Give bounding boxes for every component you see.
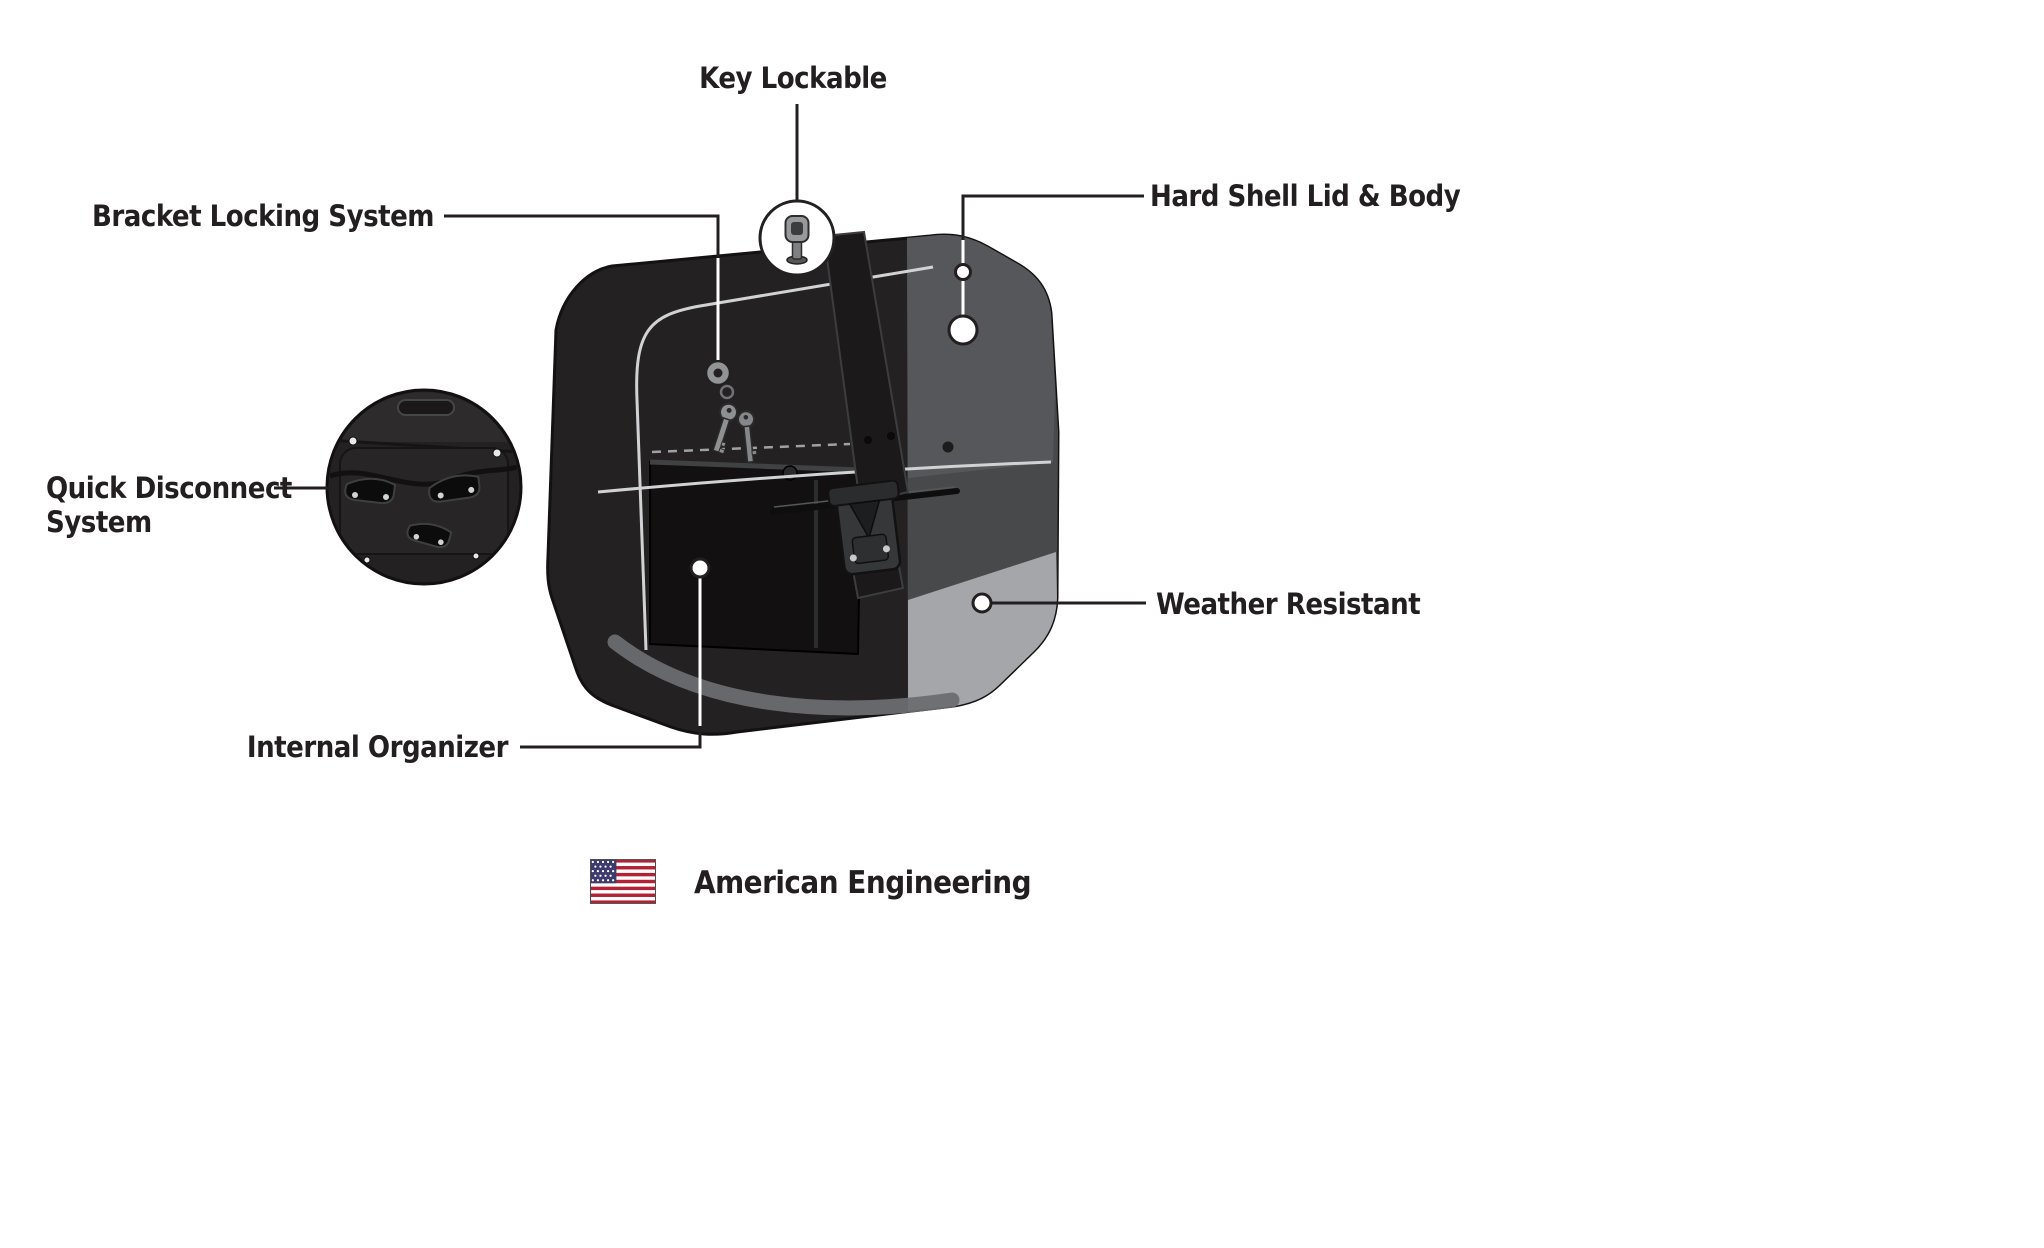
callout-label-internal-organizer: Internal Organizer <box>246 730 509 764</box>
lid-seam-lines <box>597 265 1052 651</box>
callout-label-weather-resistant: Weather Resistant <box>1156 587 1421 621</box>
callout-label-key-lockable: Key Lockable <box>699 61 887 95</box>
callout-dots <box>689 263 993 614</box>
key-lock-icon <box>758 199 836 277</box>
callout-label-bracket-locking-system: Bracket Locking System <box>92 199 434 233</box>
mount-bracket-right <box>428 474 481 503</box>
mount-bracket-left <box>344 477 397 505</box>
footer-tagline: American Engineering <box>694 865 1032 901</box>
latch-buckle <box>827 479 902 576</box>
callout-label-quick-disconnect-system: Quick Disconnect System <box>46 471 292 539</box>
internal-organizer-pocket <box>649 442 863 656</box>
lock-keys-icon <box>704 359 758 464</box>
quick-disconnect-inset <box>325 388 523 586</box>
mount-hook-bottom <box>406 522 453 549</box>
callout-label-hard-shell-lid-body: Hard Shell Lid & Body <box>1150 179 1461 213</box>
us-flag-icon <box>590 859 656 904</box>
